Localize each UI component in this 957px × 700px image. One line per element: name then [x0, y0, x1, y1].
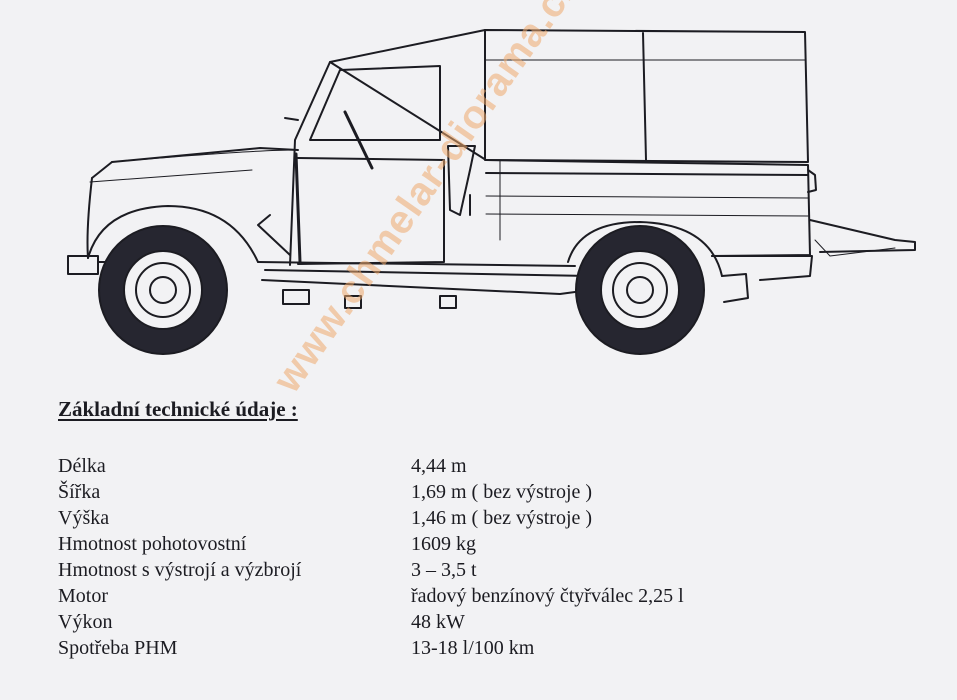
spec-row-power: Výkon 48 kW	[58, 609, 918, 635]
spec-row-curb-weight: Hmotnost pohotovostní 1609 kg	[58, 531, 918, 557]
spec-label: Výkon	[58, 611, 113, 633]
spec-value: 1609 kg	[411, 533, 476, 555]
spec-row-engine: Motor řadový benzínový čtyřválec 2,25 l	[58, 583, 918, 609]
spec-value: 1,69 m ( bez výstroje )	[411, 481, 593, 503]
spec-value: 48 kW	[411, 611, 465, 633]
vehicle-side-view-drawing	[67, 29, 916, 355]
spec-label: Délka	[58, 455, 106, 477]
spec-label: Šířka	[58, 481, 101, 503]
spec-row-loaded-weight: Hmotnost s výstrojí a výzbrojí 3 – 3,5 t	[58, 557, 918, 583]
spec-row-length: Délka 4,44 m	[58, 453, 918, 479]
spec-row-height: Výška 1,46 m ( bez výstroje )	[58, 505, 918, 531]
spec-row-fuel-consumption: Spotřeba PHM 13-18 l/100 km	[58, 635, 918, 661]
spec-value: 3 – 3,5 t	[411, 559, 477, 581]
spec-label: Spotřeba PHM	[58, 637, 178, 659]
spec-value: 4,44 m	[411, 455, 467, 477]
spec-value: řadový benzínový čtyřválec 2,25 l	[411, 585, 684, 607]
spec-list: Délka 4,44 m Šířka 1,69 m ( bez výstroje…	[58, 453, 918, 661]
spec-label: Hmotnost pohotovostní	[58, 533, 247, 555]
spec-label: Hmotnost s výstrojí a výzbrojí	[58, 559, 302, 581]
section-heading: Základní technické údaje :	[58, 397, 298, 421]
spec-label: Výška	[58, 507, 110, 529]
spec-value: 13-18 l/100 km	[411, 637, 535, 659]
spec-label: Motor	[58, 585, 108, 607]
spec-row-width: Šířka 1,69 m ( bez výstroje )	[58, 479, 918, 505]
spec-value: 1,46 m ( bez výstroje )	[411, 507, 593, 529]
